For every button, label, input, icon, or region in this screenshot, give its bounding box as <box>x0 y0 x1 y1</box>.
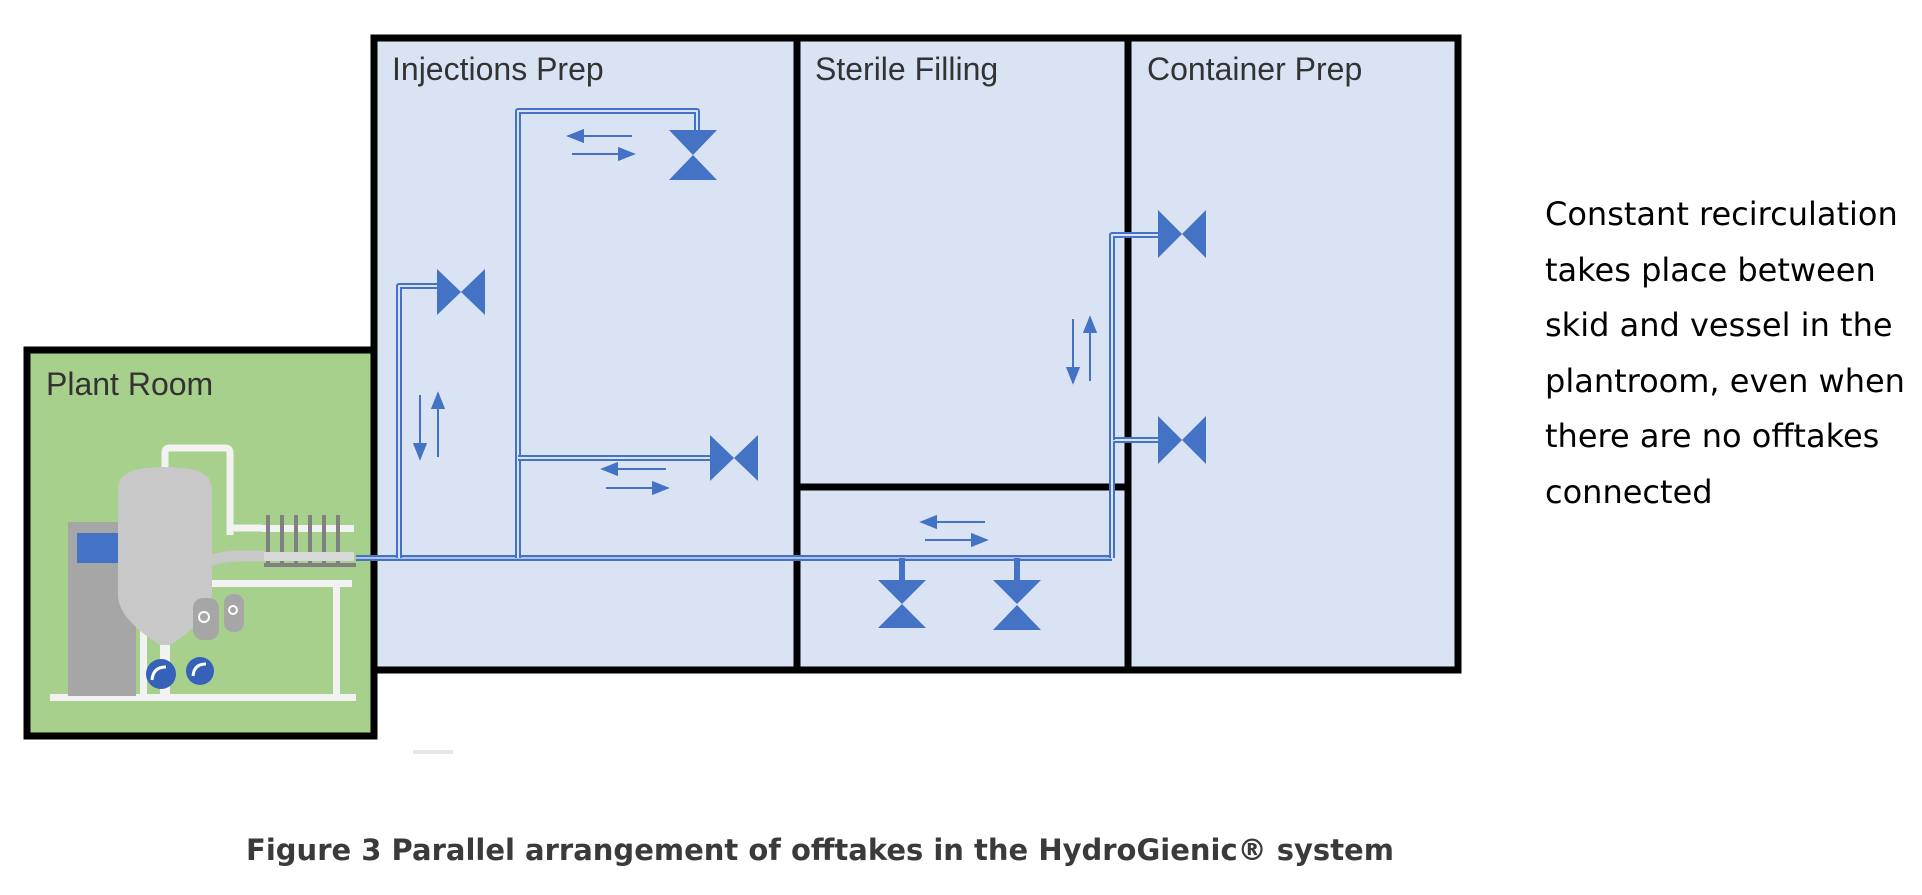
bidirectional-flow-arrows-icon <box>919 514 989 548</box>
valve-icon <box>993 580 1041 630</box>
valve-icon <box>710 435 758 481</box>
valve-icon <box>437 269 485 315</box>
bidirectional-flow-arrows-icon <box>566 128 636 162</box>
note-line: connected <box>1545 472 1713 511</box>
note-line: Constant recirculation <box>1545 195 1898 233</box>
pump-icon <box>146 594 244 689</box>
valve-icon <box>1158 416 1206 464</box>
room-sterile-filling <box>793 34 1132 491</box>
faint-mark <box>413 750 453 754</box>
bidirectional-flow-arrows-icon <box>600 461 670 496</box>
room-label-sterile-filling: Sterile Filling <box>815 51 998 87</box>
bidirectional-flow-arrows-icon <box>412 391 446 461</box>
room-label-container-prep: Container Prep <box>1147 51 1362 87</box>
room-container-prep <box>1124 34 1462 674</box>
note-line: there are no offtakes <box>1545 417 1880 455</box>
valve-icon <box>669 130 717 180</box>
valve-icon <box>878 580 926 628</box>
supply-pipe-grey <box>194 550 264 612</box>
valve-icon <box>1158 210 1206 258</box>
manifold-icon <box>262 515 356 567</box>
note-line: takes place between <box>1545 250 1876 289</box>
branch-pipes <box>396 108 1158 580</box>
note-line: plantroom, even when <box>1545 361 1905 400</box>
recirculation-note: Constant recirculation takes place betwe… <box>1545 187 1915 520</box>
bidirectional-flow-arrows-icon <box>1065 315 1098 385</box>
room-injections-prep <box>370 34 801 674</box>
figure-caption: Figure 3 Parallel arrangement of offtake… <box>246 833 1394 867</box>
note-line: skid and vessel in the <box>1545 306 1893 344</box>
room-label-plant-room: Plant Room <box>46 366 213 402</box>
room-corridor <box>793 483 1132 674</box>
room-label-injections-prep: Injections Prep <box>392 51 604 87</box>
